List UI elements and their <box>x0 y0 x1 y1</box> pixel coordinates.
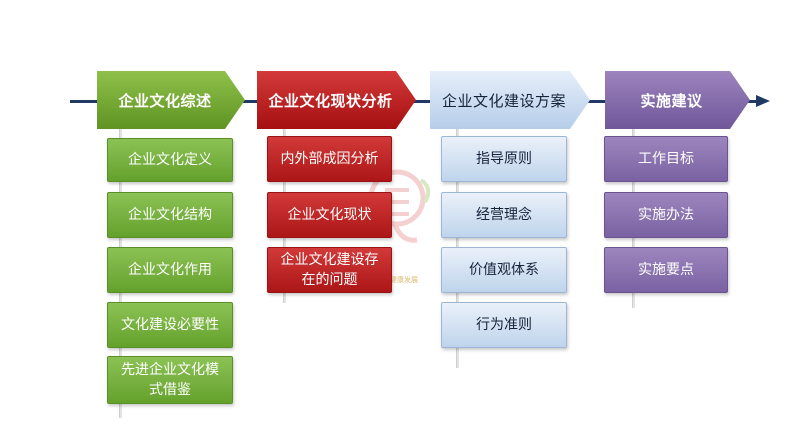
box-impl-key-points: 实施要点 <box>604 247 728 293</box>
header-overview: 企业文化综述 <box>97 71 245 129</box>
box-plan-philosophy: 经营理念 <box>441 192 567 238</box>
box-status-causes: 内外部成因分析 <box>267 136 392 182</box>
box-impl-methods: 实施办法 <box>604 192 728 238</box>
box-overview-structure: 企业文化结构 <box>107 192 233 238</box>
box-overview-role: 企业文化作用 <box>107 247 233 293</box>
box-plan-values: 价值观体系 <box>441 247 567 293</box>
box-status-problems: 企业文化建设存 在的问题 <box>267 247 392 293</box>
box-overview-definition: 企业文化定义 <box>107 138 233 182</box>
box-impl-goals: 工作目标 <box>604 136 728 182</box>
box-status-current: 企业文化现状 <box>267 192 392 238</box>
box-plan-principles: 指导原则 <box>441 136 567 182</box>
timeline-line <box>70 100 760 103</box>
box-overview-necessity: 文化建设必要性 <box>107 302 233 348</box>
timeline-arrowhead <box>756 95 770 107</box>
box-overview-benchmark: 先进企业文化模 式借鉴 <box>107 356 233 404</box>
box-plan-code-of-conduct: 行为准则 <box>441 302 567 348</box>
header-status-analysis: 企业文化现状分析 <box>257 71 416 129</box>
header-construction-plan: 企业文化建设方案 <box>430 71 590 129</box>
header-implementation: 实施建议 <box>605 71 750 129</box>
